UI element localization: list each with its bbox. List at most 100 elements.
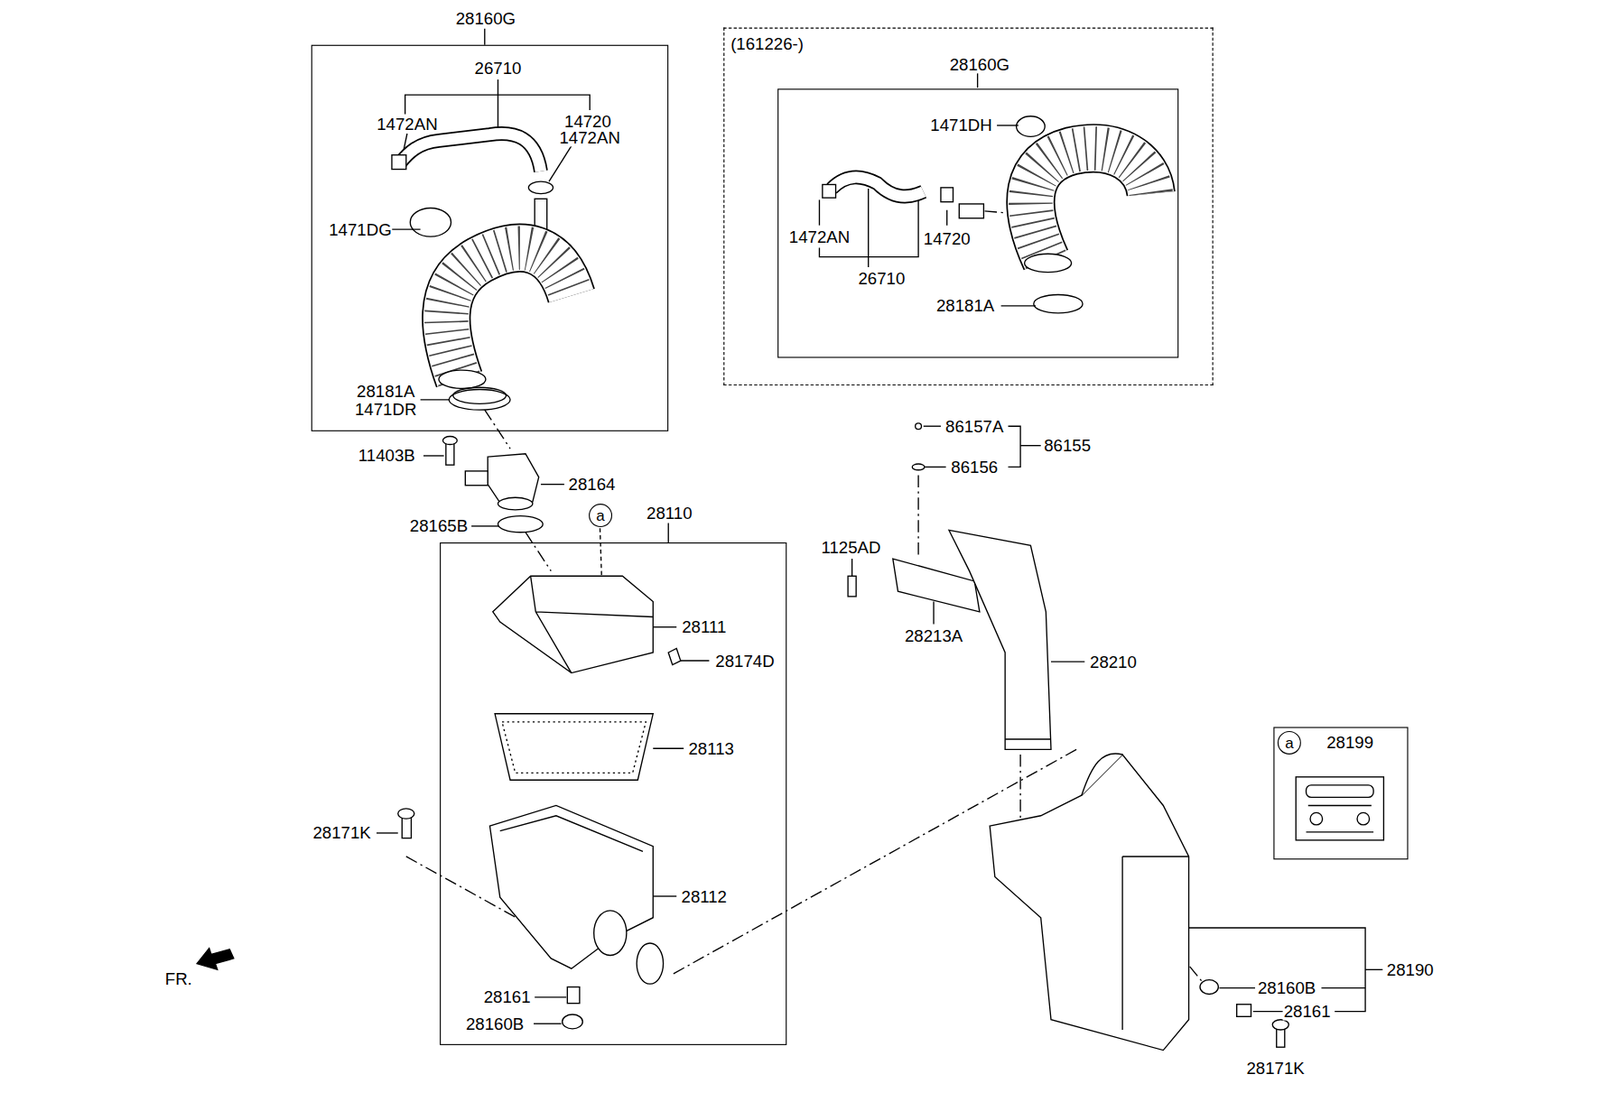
callout-number: 28111 bbox=[680, 618, 727, 636]
air-cleaner-28110 bbox=[567, 987, 580, 1005]
air-cleaner-28110 bbox=[493, 576, 653, 673]
leader-lines bbox=[1051, 660, 1085, 662]
hose-26710 bbox=[534, 198, 548, 230]
callout-number: 28164 bbox=[567, 475, 616, 494]
resonator-28190 bbox=[1272, 1020, 1289, 1031]
leader-lines bbox=[946, 210, 948, 226]
leader-lines bbox=[1218, 987, 1256, 989]
leader-lines bbox=[1189, 928, 1367, 1013]
hose-26710 bbox=[940, 187, 954, 203]
callout-number: 1472AN bbox=[558, 129, 622, 147]
leader-lines bbox=[923, 426, 941, 428]
leader-lines bbox=[668, 523, 670, 543]
leader-lines bbox=[376, 832, 399, 834]
center-lines bbox=[525, 532, 551, 572]
callout-number: 26710 bbox=[856, 269, 906, 288]
leader-lines bbox=[423, 455, 445, 456]
duct-28210 bbox=[948, 530, 1052, 750]
air-hose-28160G bbox=[453, 387, 507, 404]
air-hose-28160G bbox=[1033, 294, 1083, 313]
leader-lines bbox=[533, 1023, 562, 1025]
sensor-28164 bbox=[497, 497, 532, 511]
callout-number: 28171K bbox=[1245, 1060, 1306, 1079]
label-plate bbox=[1308, 805, 1372, 807]
leader-lines bbox=[390, 229, 421, 231]
leader-lines bbox=[1365, 969, 1383, 971]
air-cleaner-28110 bbox=[398, 809, 415, 819]
air-cleaner-28110 bbox=[500, 816, 643, 853]
leader-lines bbox=[1001, 305, 1036, 307]
callout-number: 14720 bbox=[563, 112, 613, 131]
assembly-box: 28110 bbox=[439, 542, 787, 1046]
sensor-28164 bbox=[465, 471, 488, 486]
callout-number: 1471DG bbox=[327, 221, 393, 239]
leader-lines bbox=[867, 188, 869, 268]
center-lines bbox=[917, 474, 919, 556]
hose-26710 bbox=[958, 204, 984, 219]
leader-lines bbox=[923, 466, 947, 468]
part-number: 28110 bbox=[646, 504, 692, 522]
reference-circle: a bbox=[1277, 731, 1302, 755]
callout-number: 28190 bbox=[1386, 961, 1435, 979]
callout-number: 1472AN bbox=[788, 228, 852, 246]
reference-letter: a bbox=[595, 508, 605, 524]
callout-number: 28171K bbox=[311, 825, 373, 843]
callout-number: 28161 bbox=[1283, 1003, 1332, 1021]
callout-number: 1125AD bbox=[819, 539, 882, 557]
air-hose-28160G bbox=[446, 248, 572, 381]
leader-lines bbox=[1253, 1011, 1284, 1013]
label-plate bbox=[1295, 777, 1384, 841]
air-hose-28160G bbox=[448, 390, 511, 411]
hose-26710 bbox=[400, 133, 541, 172]
callout-number: 28165B bbox=[409, 518, 470, 536]
callout-number: 28113 bbox=[687, 740, 735, 758]
leader-lines bbox=[497, 79, 499, 131]
air-cleaner-28110 bbox=[530, 576, 654, 673]
callout-number: 28174D bbox=[714, 652, 776, 670]
leader-lines bbox=[652, 626, 677, 628]
leader-lines bbox=[652, 748, 684, 750]
duct-28210 bbox=[915, 423, 922, 430]
air-hose-28160G bbox=[409, 207, 451, 237]
hose-26710 bbox=[831, 176, 924, 196]
resonator-28190 bbox=[1081, 753, 1123, 796]
hose-26710 bbox=[391, 155, 407, 170]
callout-number: 14720 bbox=[922, 230, 972, 248]
leader-lines bbox=[376, 28, 1383, 1025]
air-cleaner-28110 bbox=[594, 911, 627, 957]
label-plate bbox=[1306, 785, 1375, 799]
leader-lines bbox=[652, 895, 677, 897]
hose-26710 bbox=[831, 176, 924, 196]
reference-circle: a bbox=[588, 503, 613, 528]
callout-number: 1471DR bbox=[353, 400, 419, 419]
part-number: 28199 bbox=[1326, 734, 1374, 752]
leader-lines bbox=[548, 146, 572, 183]
callout-number: 28181A bbox=[355, 382, 417, 400]
leader-lines bbox=[483, 28, 485, 46]
leader-lines bbox=[534, 996, 567, 998]
hose-26710 bbox=[400, 133, 541, 172]
leader-lines bbox=[405, 94, 591, 114]
sensor-28164 bbox=[497, 516, 543, 533]
leader-lines bbox=[471, 525, 501, 527]
part-number: (161226-) bbox=[730, 36, 804, 54]
callout-number: 28213A bbox=[903, 628, 965, 646]
duct-28210 bbox=[847, 576, 856, 597]
leader-lines bbox=[996, 124, 1019, 126]
callout-number: 86155 bbox=[1042, 437, 1092, 455]
label-box: 28199 a bbox=[1273, 726, 1408, 860]
leader-lines bbox=[1020, 445, 1042, 447]
leader-lines bbox=[818, 199, 820, 225]
duct-28210 bbox=[1004, 738, 1052, 740]
air-hose-28160G bbox=[1030, 148, 1151, 261]
label-plate bbox=[1357, 812, 1370, 826]
callout-number: 11403B bbox=[357, 447, 417, 466]
callout-number: 1472AN bbox=[375, 116, 439, 134]
callout-number: 86157A bbox=[944, 418, 1005, 436]
air-cleaner-28110 bbox=[562, 1014, 584, 1030]
air-hose-28160G bbox=[1030, 148, 1151, 261]
resonator-28190 bbox=[1237, 1004, 1252, 1018]
air-cleaner-28110 bbox=[502, 722, 646, 773]
